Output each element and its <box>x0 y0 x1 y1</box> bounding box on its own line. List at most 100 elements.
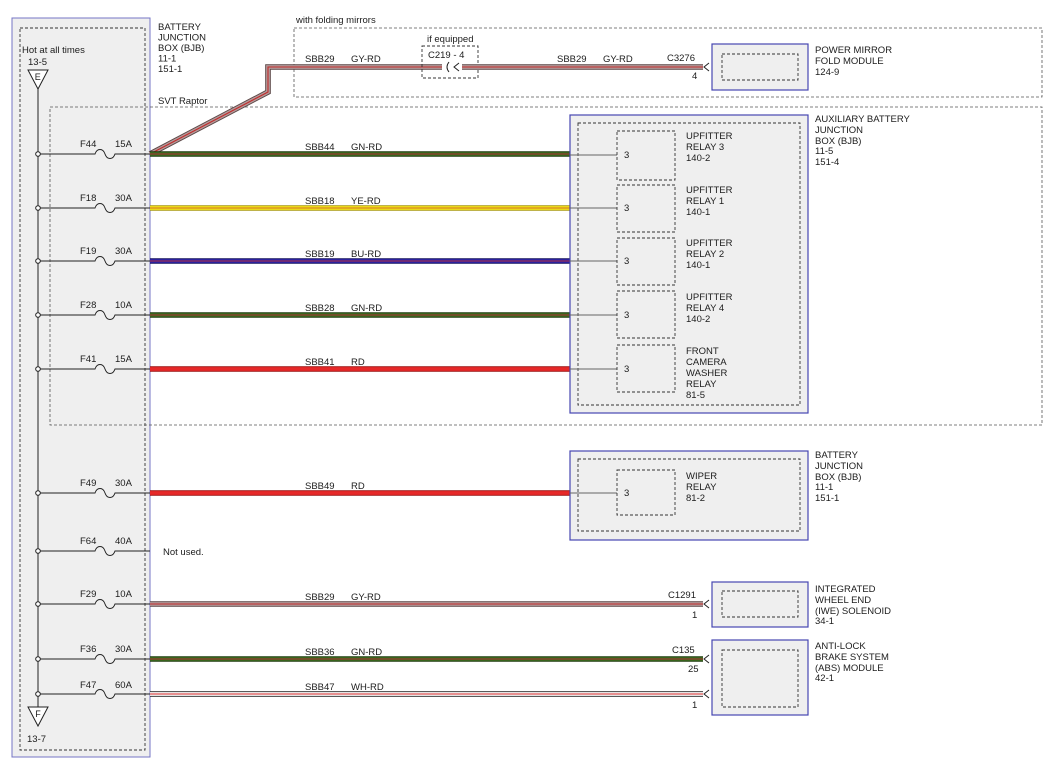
wire-color-label: WH-RD <box>351 682 384 693</box>
inline-connector-pin <box>453 62 460 72</box>
wire-color-label: GN-RD <box>351 142 382 153</box>
fuse-symbol <box>40 546 150 556</box>
relay-label-line: UPFITTER <box>686 131 733 142</box>
fuse-name: F19 <box>80 246 96 257</box>
bjb-relay-box-label: BATTERY JUNCTION BOX (BJB) 11-1 151-1 <box>815 450 863 504</box>
fuse-row-f49: F49 30A <box>35 478 150 498</box>
relay-box <box>616 290 676 339</box>
bus-tap-dot <box>35 490 41 496</box>
component-label-line: FOLD MODULE <box>815 56 884 67</box>
fuse-rating: 10A <box>115 300 133 311</box>
fuse-symbol <box>40 488 150 498</box>
wire-circuit-label: SBB36 <box>305 647 335 658</box>
iwe-solenoid-inner <box>721 590 799 618</box>
wire-circuit-label: SBB18 <box>305 196 335 207</box>
upfitter-relay-4: 3 UPFITTER RELAY 4 140-2 <box>570 290 733 339</box>
relay-box <box>616 469 676 516</box>
component-label-line: BATTERY <box>815 450 859 461</box>
bus-tap-dot <box>35 691 41 697</box>
folding-mirrors-region <box>293 27 1043 98</box>
fuse-row-f36: F36 30A <box>35 644 150 664</box>
wire-circuit-label: SBB28 <box>305 303 335 314</box>
abs-module-box <box>711 639 809 716</box>
relay-label-line: 140-2 <box>686 153 710 164</box>
connector-pin-symbol <box>703 599 710 609</box>
bus-tap-dot <box>35 205 41 211</box>
fuse-symbol <box>40 689 150 699</box>
connector-id-label: C135 <box>672 645 695 656</box>
wire-circuit-label: SBB29 <box>305 592 335 603</box>
fuse-row-f29: F29 10A <box>35 589 150 609</box>
connector-pin-symbol <box>703 654 710 664</box>
relay-label-line: WIPER <box>686 471 717 482</box>
relay-label-line: 140-1 <box>686 260 710 271</box>
bjb-title-line: BOX (BJB) <box>158 43 204 54</box>
connector-pin-symbol <box>703 689 710 699</box>
connector-pin-label: 25 <box>688 664 699 675</box>
component-label-line: 34-1 <box>815 616 834 627</box>
component-label-line: POWER MIRROR <box>815 45 892 56</box>
relay-box <box>616 237 676 286</box>
fuse-symbol <box>40 599 150 609</box>
component-label-line: 151-1 <box>815 493 839 504</box>
not-used-note: Not used. <box>163 547 204 558</box>
fuse-name: F47 <box>80 680 96 691</box>
wire-circuit-label: SBB29 <box>557 54 587 65</box>
component-label-line: JUNCTION <box>815 125 863 136</box>
bus-tap-dot <box>35 548 41 554</box>
top-connector-letter: E <box>35 72 41 82</box>
component-label-line: (ABS) MODULE <box>815 663 884 674</box>
bottom-connector-triangle <box>27 706 49 728</box>
relay-label-line: FRONT <box>686 346 719 357</box>
bus-tap-dot <box>35 312 41 318</box>
component-label-line: INTEGRATED <box>815 584 876 595</box>
relay-label-line: 140-1 <box>686 207 710 218</box>
upfitter-relay-2: 3 UPFITTER RELAY 2 140-1 <box>570 237 733 286</box>
fuse-row-f18: F18 30A <box>35 193 150 213</box>
wire-color-label: RD <box>351 357 365 368</box>
fuse-symbol <box>40 203 150 213</box>
inline-connector-socket <box>446 61 450 73</box>
relay-label-line: RELAY 2 <box>686 249 724 260</box>
wire-outline <box>148 64 442 157</box>
wiper-relay: 3 WIPER RELAY 81-2 <box>570 469 717 516</box>
fuse-symbol <box>40 149 150 159</box>
top-connector-triangle <box>27 69 49 91</box>
relay-label-line: UPFITTER <box>686 292 733 303</box>
fuse-symbol <box>40 364 150 374</box>
wire-color-label: GY-RD <box>603 54 633 65</box>
relay-label-line: UPFITTER <box>686 238 733 249</box>
fuse-row-f47: F47 60A <box>35 680 150 699</box>
inline-connector-label: C219 - 4 <box>428 50 464 61</box>
aux-bjb-inner <box>577 122 801 406</box>
bjb-title: BATTERY JUNCTION BOX (BJB) 11-1 151-1 <box>158 22 206 75</box>
relay-label-line: RELAY <box>686 482 717 493</box>
wire-color-label: GY-RD <box>351 592 381 603</box>
fuse-rating: 30A <box>115 246 133 257</box>
connector-pin-label: 1 <box>692 700 697 711</box>
relay-pin-label: 3 <box>624 256 629 267</box>
upfitter-relay-1: 3 UPFITTER RELAY 1 140-1 <box>570 184 733 233</box>
component-label-line: (IWE) SOLENOID <box>815 606 891 617</box>
relay-pin-label: 3 <box>624 150 629 161</box>
relay-label-line: WASHER <box>686 368 727 379</box>
fuse-row-f44: F44 15A <box>35 139 150 159</box>
bjb-fuse-box-inner <box>19 27 146 751</box>
fuse-name: F41 <box>80 354 96 365</box>
component-label-line: 42-1 <box>815 673 834 684</box>
wire-color-label: GN-RD <box>351 647 382 658</box>
fuse-rating: 30A <box>115 478 133 489</box>
top-page-ref: 13-5 <box>28 57 47 68</box>
abs-module-inner <box>721 649 799 708</box>
relay-label-line: RELAY 3 <box>686 142 724 153</box>
component-label-line: BRAKE SYSTEM <box>815 652 889 663</box>
iwe-solenoid-box <box>711 581 809 628</box>
fuse-symbol <box>40 256 150 266</box>
fuse-row-f41: F41 15A <box>35 354 150 374</box>
connector-pin-label: 4 <box>692 71 697 82</box>
relay-label-line: CAMERA <box>686 357 727 368</box>
relay-box <box>616 184 676 233</box>
connector-pin-symbol <box>703 62 710 72</box>
relay-label-line: 81-2 <box>686 493 705 504</box>
